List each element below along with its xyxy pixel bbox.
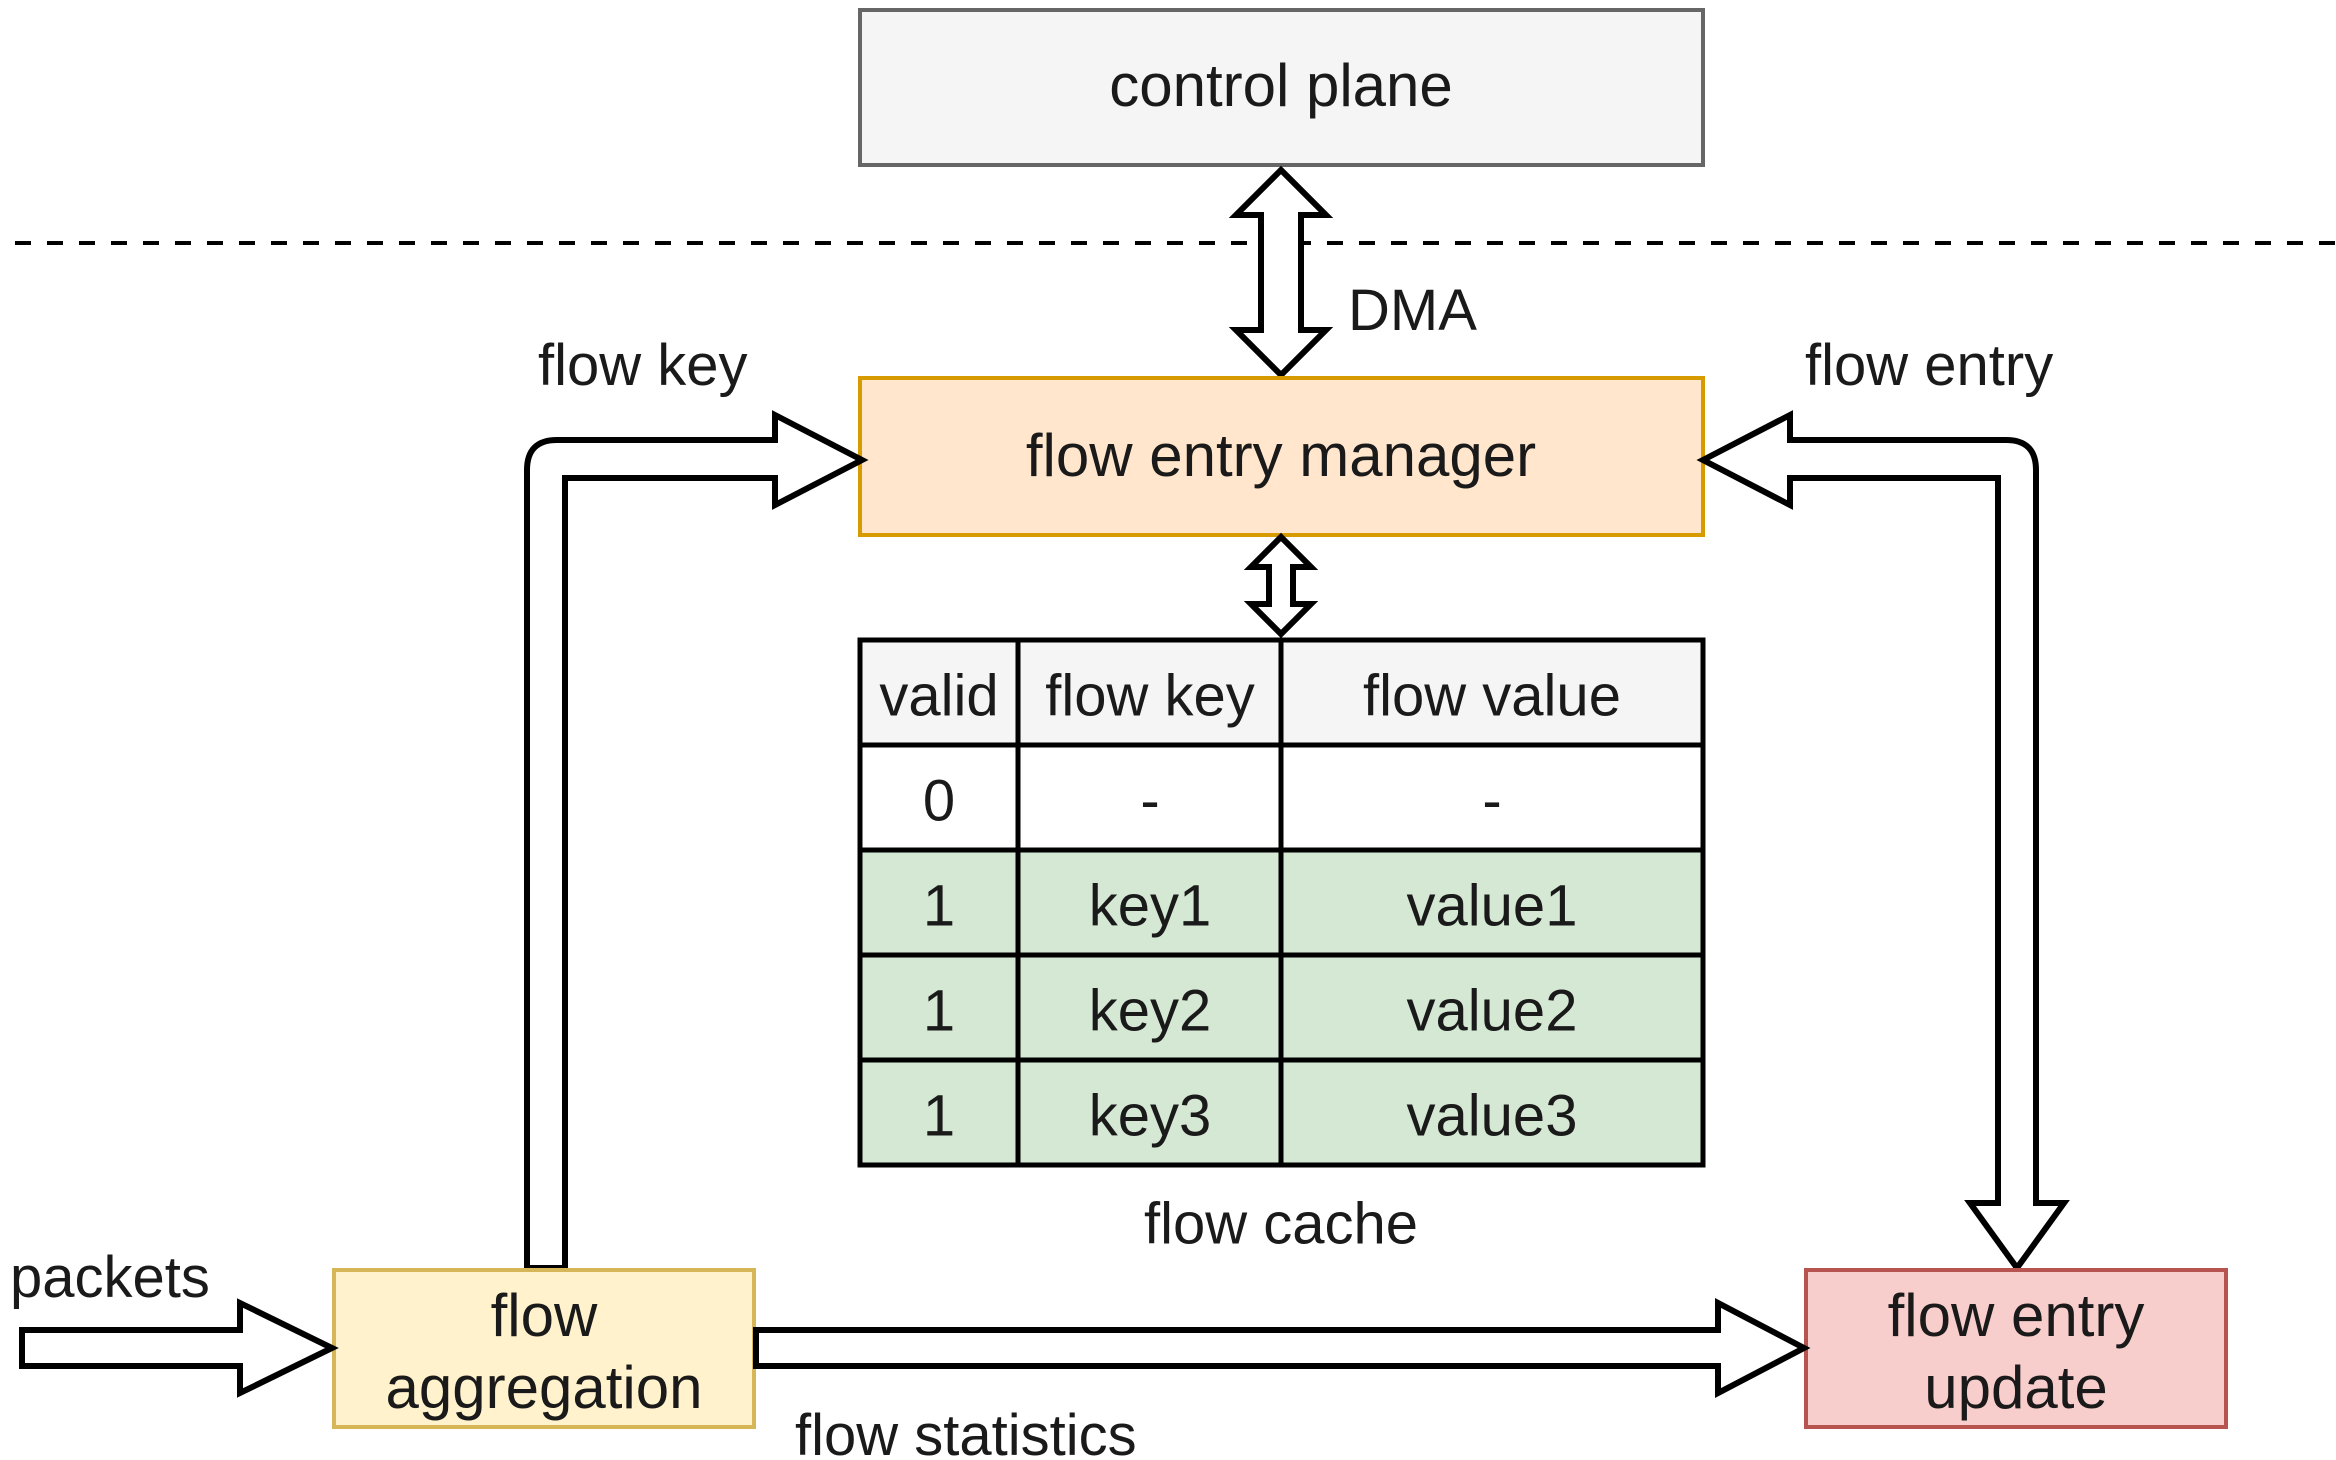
control-plane-rect — [858, 8, 1705, 167]
flow-entry-update-label-line1: flow entry — [1888, 1282, 2145, 1349]
table-cell: 0 — [923, 768, 955, 833]
control-plane-label: control plane — [1109, 52, 1453, 119]
table-cell: 1 — [923, 978, 955, 1043]
table-cell: 1 — [923, 1083, 955, 1148]
table-cell: value2 — [1407, 978, 1578, 1043]
table-cell: 1 — [923, 873, 955, 938]
flow-aggregation-box: flow aggregation — [332, 1268, 756, 1429]
flow-key-arrow — [524, 410, 869, 1271]
table-cell: - — [1140, 768, 1159, 833]
flow-entry-update-box: flow entry update — [1804, 1268, 2228, 1429]
flow-entry-manager-box: flow entry manager — [858, 376, 1705, 537]
table-header-flow-value: flow value — [1363, 663, 1621, 728]
table-cell: value1 — [1407, 873, 1578, 938]
control-plane-box: control plane — [858, 8, 1705, 167]
flow-aggregation-label-line1: flow — [491, 1282, 598, 1349]
flow-statistics-label: flow statistics — [795, 1403, 1137, 1460]
table-cell: key3 — [1089, 1083, 1212, 1148]
flow-entry-manager-rect — [858, 376, 1705, 537]
packets-arrow — [19, 1298, 339, 1398]
flow-entry-label: flow entry — [1805, 333, 2053, 398]
packets-label: packets — [10, 1245, 210, 1310]
dma-label: DMA — [1348, 278, 1477, 343]
flow-key-label: flow key — [538, 333, 748, 398]
flow-entry-update-label-line2: update — [1924, 1354, 2108, 1421]
table-header-flow-key: flow key — [1045, 663, 1255, 728]
table-header-valid: valid — [879, 663, 998, 728]
flow-cache-table: valid flow key flow value 0 - - 1 key1 v… — [857, 637, 1706, 1168]
manager-cache-double-arrow — [1243, 532, 1319, 639]
table-cell: key1 — [1089, 873, 1212, 938]
dma-double-arrow — [1228, 165, 1334, 380]
flow-aggregation-label-line2: aggregation — [386, 1354, 703, 1421]
flow-cache-label: flow cache — [1144, 1191, 1418, 1256]
flow-entry-arrow — [1696, 410, 2070, 1274]
table-cell: - — [1482, 768, 1501, 833]
flow-entry-manager-label: flow entry manager — [1026, 422, 1536, 489]
flow-statistics-arrow — [753, 1298, 1811, 1398]
table-cell: key2 — [1089, 978, 1212, 1043]
flow-aggregation-rect — [332, 1268, 756, 1429]
table-cell: value3 — [1407, 1083, 1578, 1148]
